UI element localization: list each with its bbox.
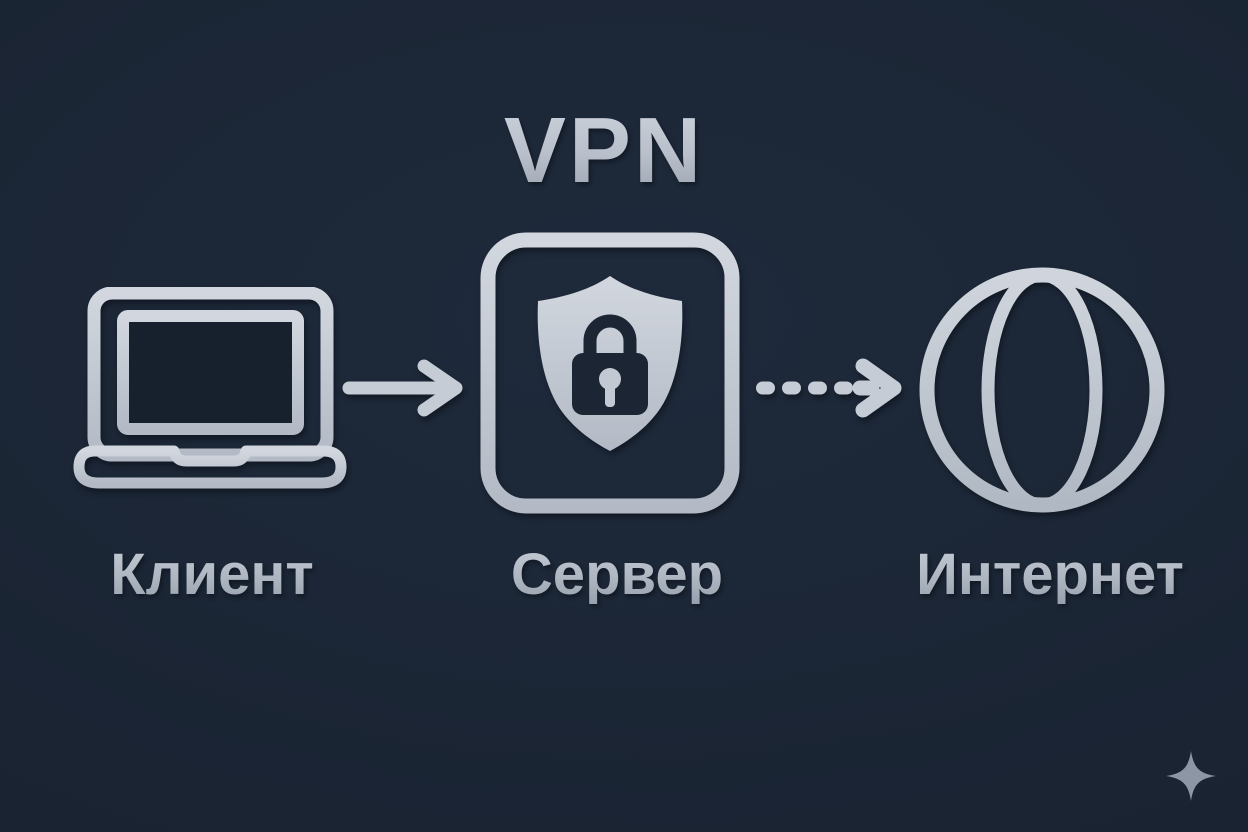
globe-icon bbox=[912, 260, 1172, 520]
diagram-title: VPN bbox=[503, 98, 705, 202]
sparkle-icon bbox=[1165, 750, 1217, 802]
internet-label: Интернет bbox=[916, 542, 1184, 607]
laptop-icon bbox=[73, 287, 347, 489]
shield-lock-icon bbox=[479, 231, 741, 515]
solid-arrow-icon bbox=[342, 356, 466, 420]
server-label: Сервер bbox=[510, 542, 724, 607]
dashed-arrow-icon bbox=[750, 356, 902, 420]
client-label: Клиент bbox=[110, 542, 314, 607]
